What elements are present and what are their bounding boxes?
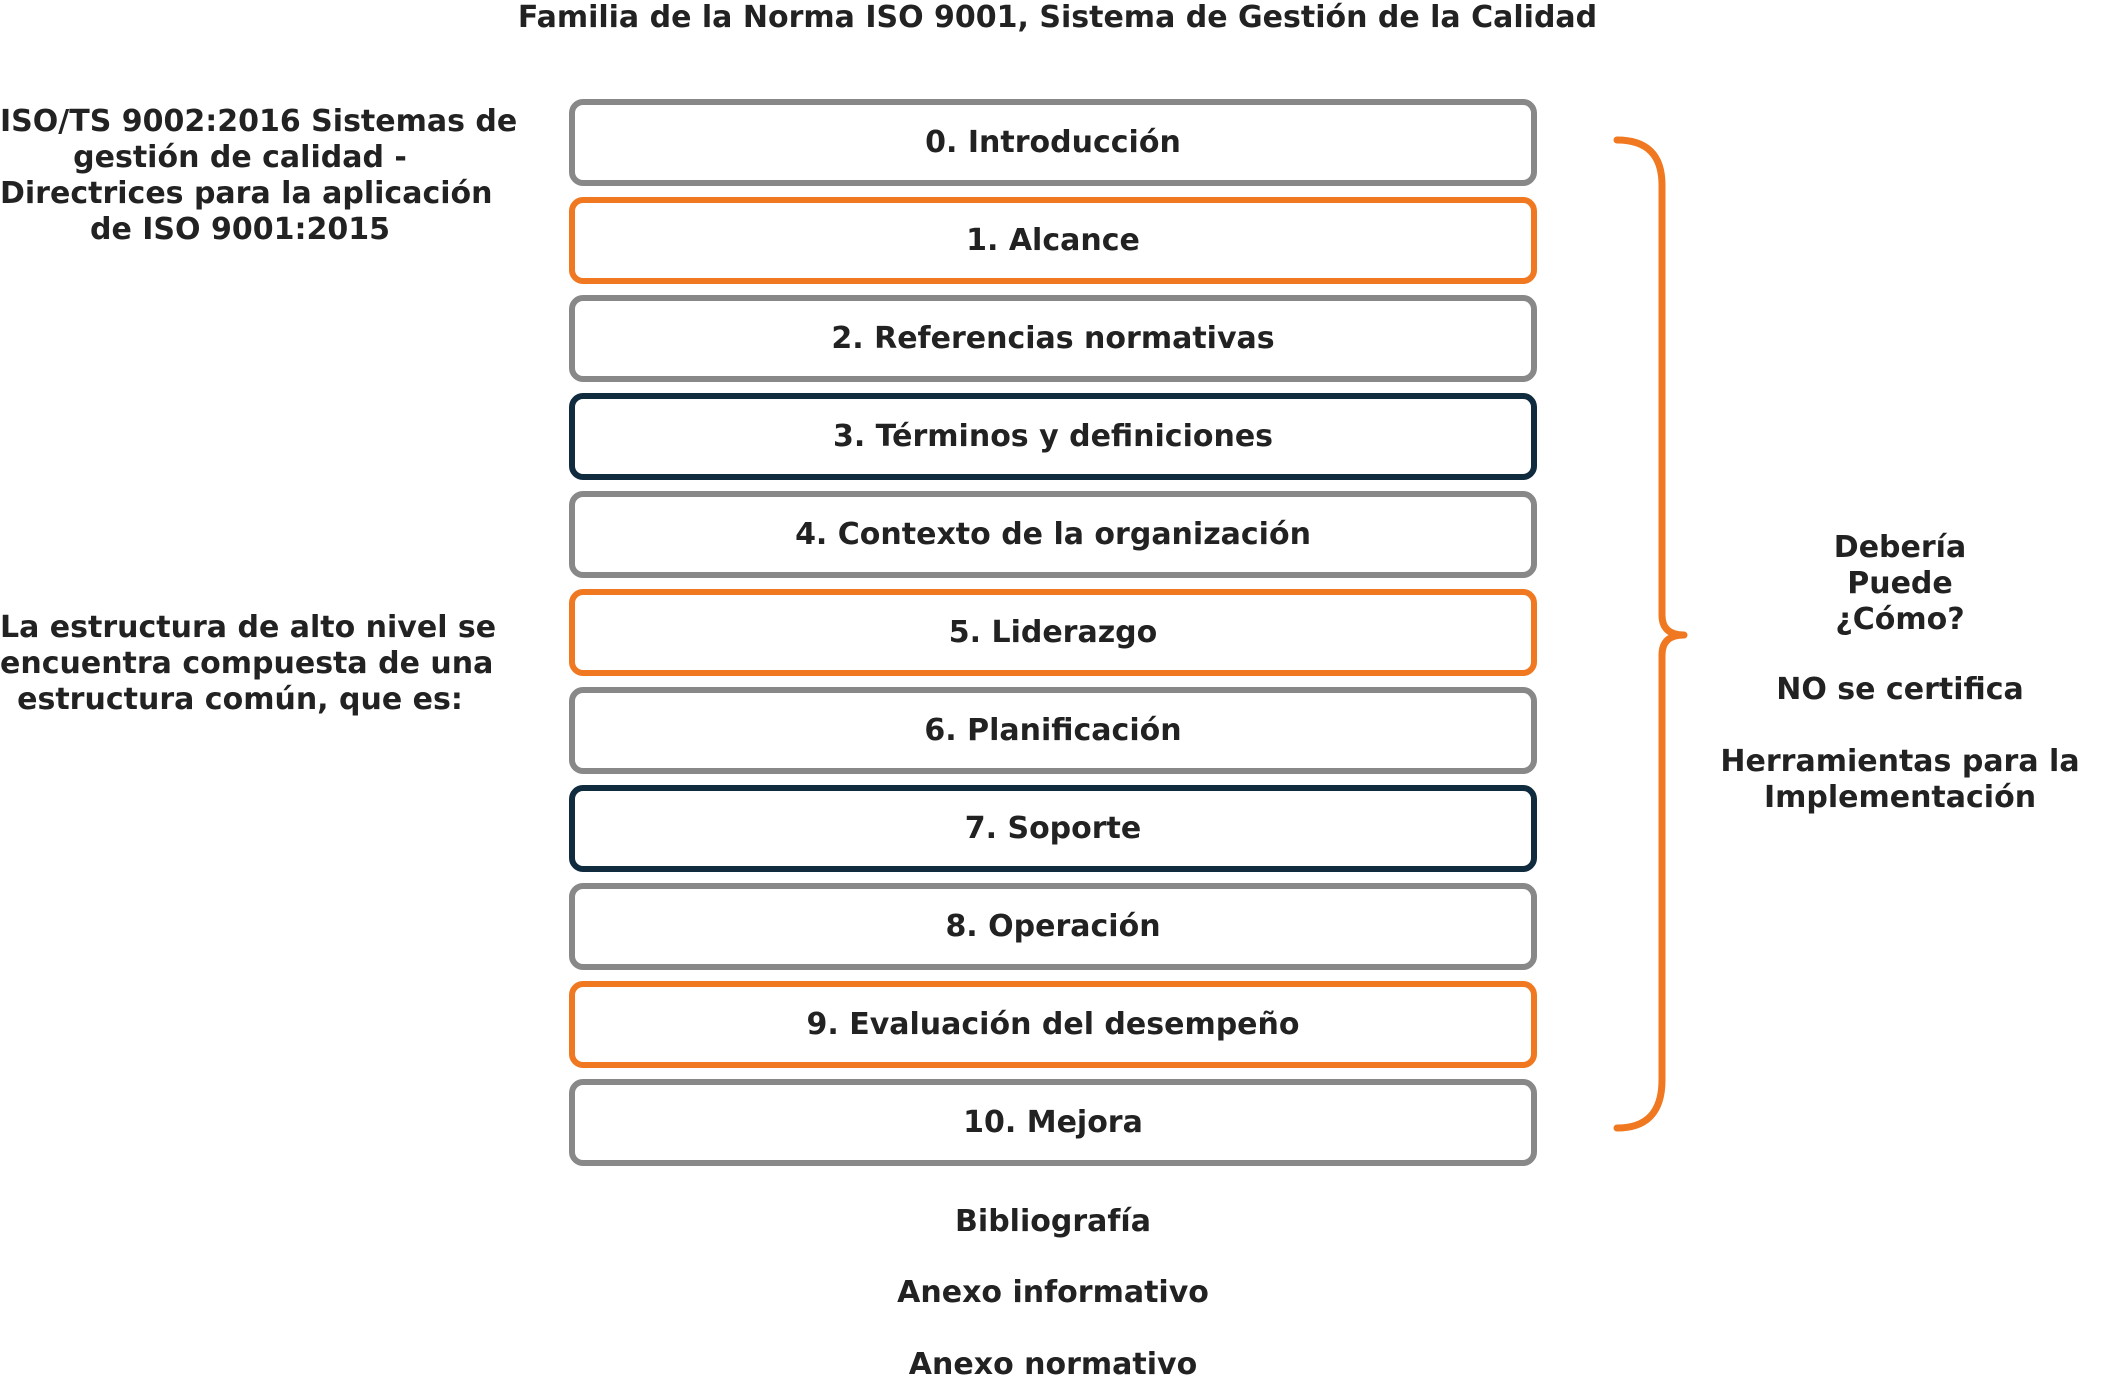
section-box-5: 5. Liderazgo <box>569 589 1537 676</box>
section-label: 1. Alcance <box>966 223 1140 258</box>
note-line: Directrices para la aplicación <box>0 176 493 211</box>
right-notes-group-1: Debería Puede ¿Cómo? <box>1700 530 2100 638</box>
note-line: gestión de calidad - <box>73 140 407 175</box>
implementation-tools-note: Herramientas para la Implementación <box>1700 744 2100 816</box>
section-label: 5. Liderazgo <box>948 615 1158 650</box>
note-line: Puede <box>1847 566 1953 601</box>
bibliography-label: Bibliografía <box>955 1204 1151 1239</box>
informative-annex-label: Anexo informativo <box>897 1275 1209 1310</box>
section-box-4: 4. Contexto de la organización <box>569 491 1537 578</box>
not-certified-note: NO se certifica <box>1700 672 2100 708</box>
section-label: 8. Operación <box>945 909 1161 944</box>
section-label: 6. Planificación <box>924 713 1182 748</box>
section-box-1: 1. Alcance <box>569 197 1537 284</box>
note-line: encuentra compuesta de una <box>0 646 494 681</box>
note-line: La estructura de alto nivel se <box>0 610 497 645</box>
note-line: Implementación <box>1763 780 2037 815</box>
brace-path <box>1613 136 1688 1132</box>
note-line: Debería <box>1833 530 1967 565</box>
section-label: 7. Soporte <box>964 811 1142 846</box>
section-box-3: 3. Términos y definiciones <box>569 393 1537 480</box>
note-line: ISO/TS 9002:2016 Sistemas de <box>0 104 518 139</box>
high-level-structure-note: La estructura de alto nivel se encuentra… <box>0 610 497 718</box>
section-label: 9. Evaluación del desempeño <box>806 1007 1300 1042</box>
note-line: estructura común, que es: <box>17 682 463 717</box>
section-box-8: 8. Operación <box>569 883 1537 970</box>
section-label: 2. Referencias normativas <box>831 321 1275 356</box>
section-label: 10. Mejora <box>963 1105 1143 1140</box>
iso-ts-9002-note: ISO/TS 9002:2016 Sistemas de gestión de … <box>0 104 518 248</box>
diagram-title: Familia de la Norma ISO 9001, Sistema de… <box>517 0 1598 35</box>
note-line: de ISO 9001:2015 <box>90 212 390 247</box>
section-label: 3. Términos y definiciones <box>832 419 1274 454</box>
note-line: ¿Cómo? <box>1835 602 1965 637</box>
section-box-9: 9. Evaluación del desempeño <box>569 981 1537 1068</box>
section-box-10: 10. Mejora <box>569 1079 1537 1166</box>
note-line: Herramientas para la <box>1720 744 2080 779</box>
normative-annex-label: Anexo normativo <box>908 1347 1198 1382</box>
section-box-0: 0. Introducción <box>569 99 1537 186</box>
note-line: NO se certifica <box>1776 672 2024 707</box>
section-box-2: 2. Referencias normativas <box>569 295 1537 382</box>
curly-brace-icon <box>1613 136 1688 1132</box>
section-label: 4. Contexto de la organización <box>795 517 1311 552</box>
section-box-6: 6. Planificación <box>569 687 1537 774</box>
section-label: 0. Introducción <box>925 125 1181 160</box>
section-box-7: 7. Soporte <box>569 785 1537 872</box>
